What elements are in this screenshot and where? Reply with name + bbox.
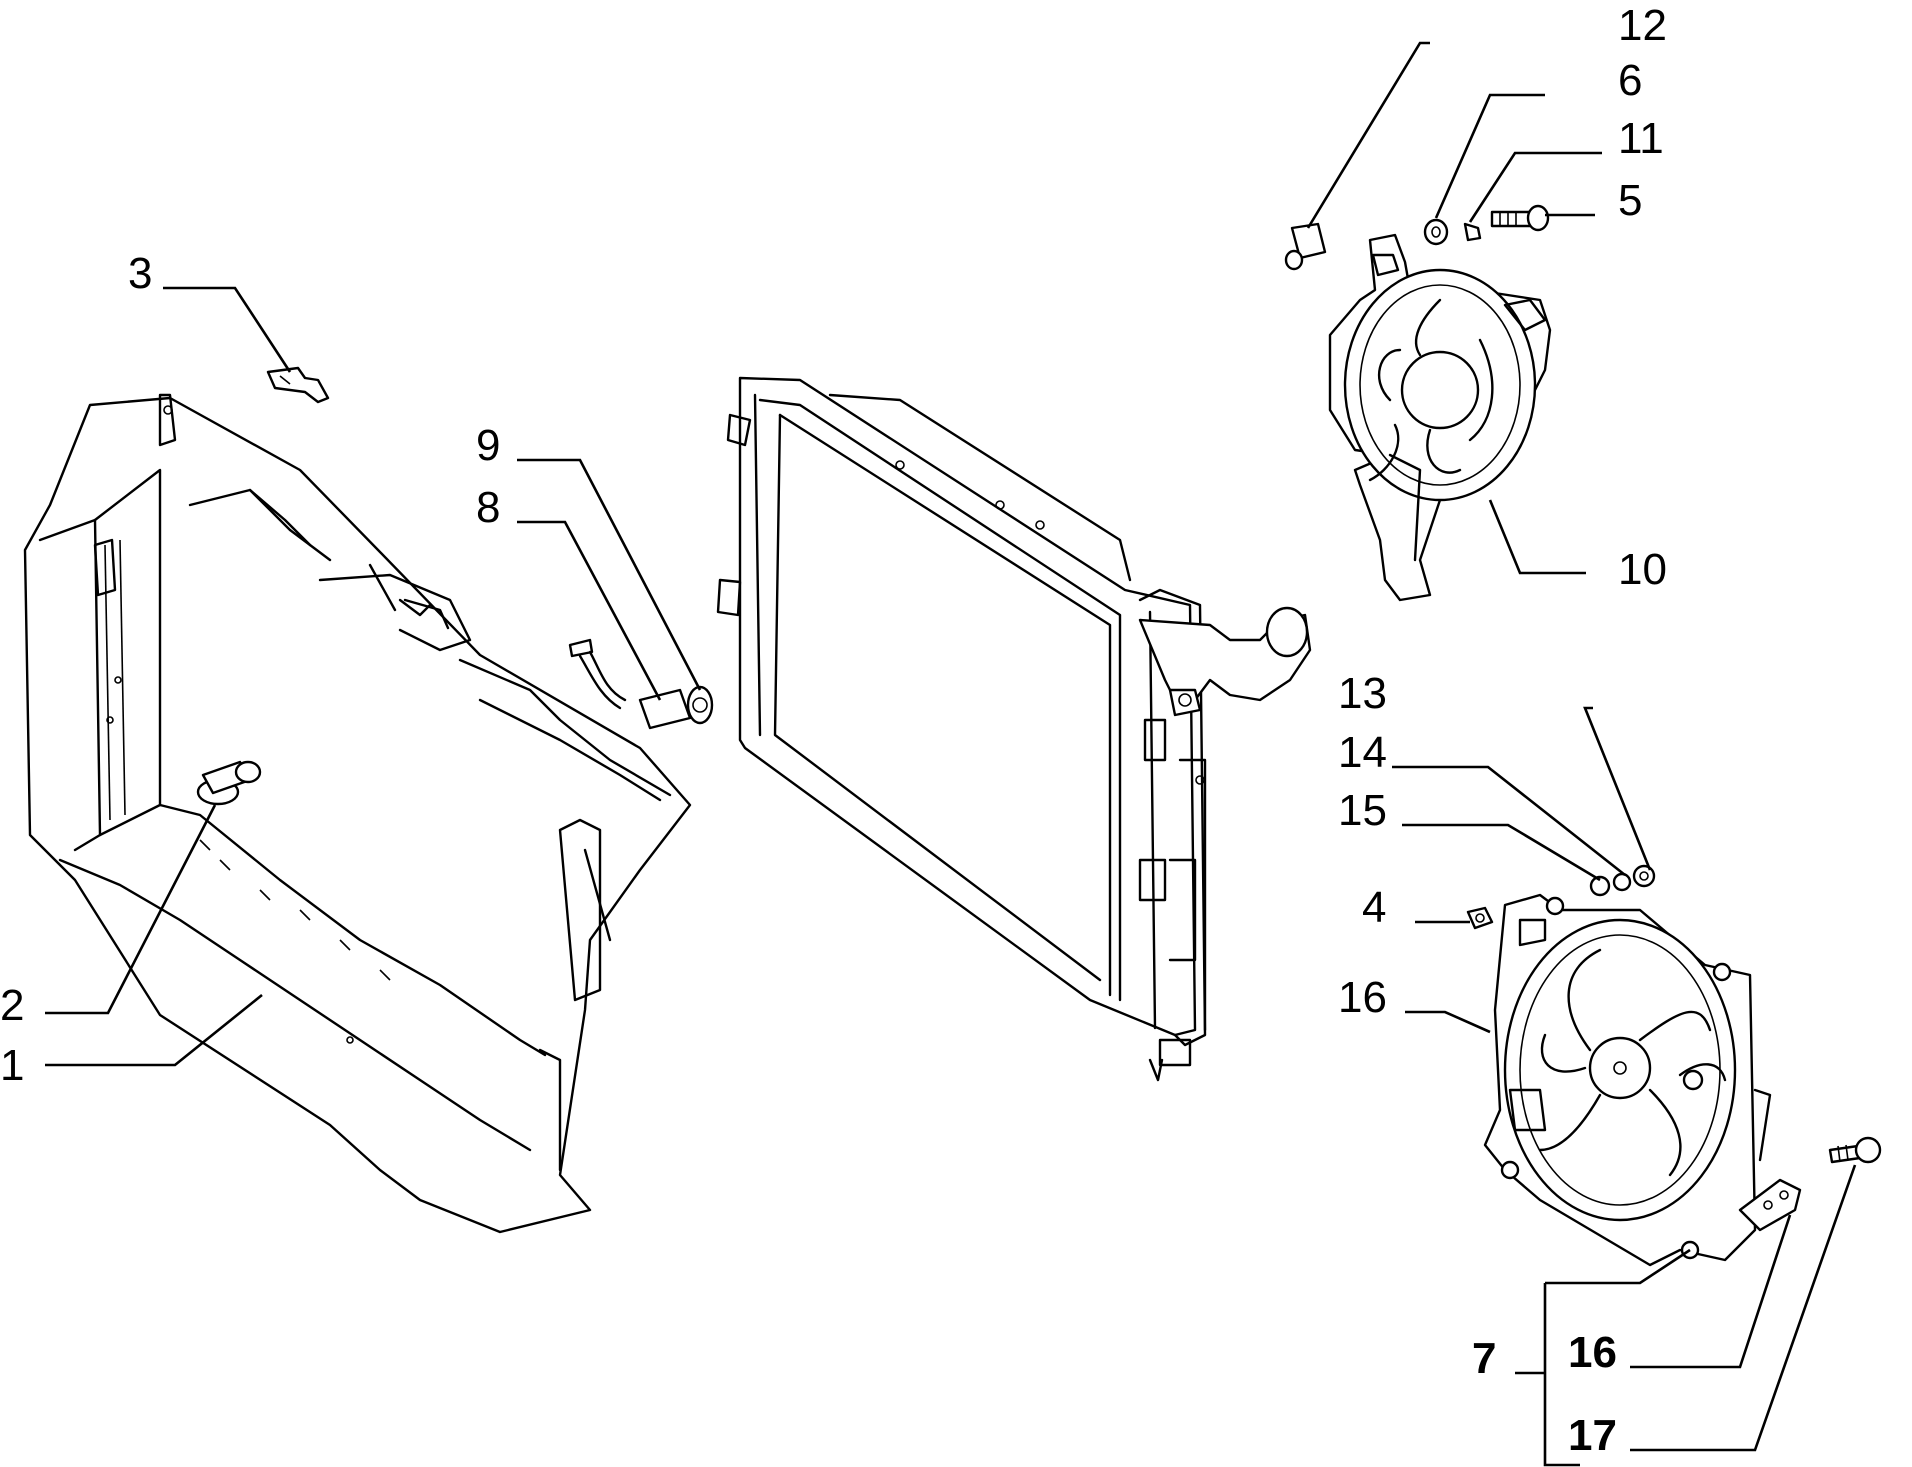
nut-washers-13-14-15 — [1589, 864, 1656, 897]
callout-4: 4 — [1362, 883, 1386, 932]
clip-nut-12 — [1284, 222, 1327, 271]
bracket-clip — [266, 366, 330, 404]
callout-13: 13 — [1338, 669, 1387, 718]
washer-6 — [1423, 218, 1449, 246]
callout-2: 2 — [0, 981, 24, 1030]
push-pin-clip — [196, 760, 262, 806]
callout-7: 7 — [1472, 1334, 1496, 1383]
callout-5: 5 — [1618, 176, 1642, 225]
radiator-shroud-frame — [23, 393, 692, 1234]
callout-16-fan-shroud: 16 — [1338, 973, 1387, 1022]
callout-3: 3 — [128, 249, 152, 298]
callout-9: 9 — [476, 421, 500, 470]
callout-12: 12 — [1618, 1, 1667, 50]
callout-15: 15 — [1338, 786, 1387, 835]
callout-14: 14 — [1338, 728, 1387, 777]
callout-8: 8 — [476, 483, 500, 532]
callout-16-resistor: 16 — [1568, 1328, 1617, 1377]
spring-washer-11 — [1463, 222, 1482, 242]
bolt-17 — [1828, 1136, 1882, 1164]
callout-labels: 1 2 3 4 5 6 7 8 9 10 11 12 13 14 15 16 1… — [0, 1, 1667, 1460]
radiator-core — [716, 376, 1312, 1082]
callout-17: 17 — [1568, 1411, 1617, 1460]
resistor-16 — [1738, 1178, 1802, 1232]
temperature-switch — [568, 638, 714, 730]
small-clip-4 — [1466, 906, 1494, 930]
callout-1: 1 — [0, 1041, 24, 1090]
leader-lines — [45, 41, 1857, 1467]
callout-6: 6 — [1618, 56, 1642, 105]
callout-10: 10 — [1618, 545, 1667, 594]
bolt-5 — [1490, 204, 1550, 232]
upper-fan-assembly — [1328, 233, 1552, 602]
callout-11: 11 — [1618, 114, 1664, 163]
lower-fan-assembly — [1483, 893, 1772, 1267]
